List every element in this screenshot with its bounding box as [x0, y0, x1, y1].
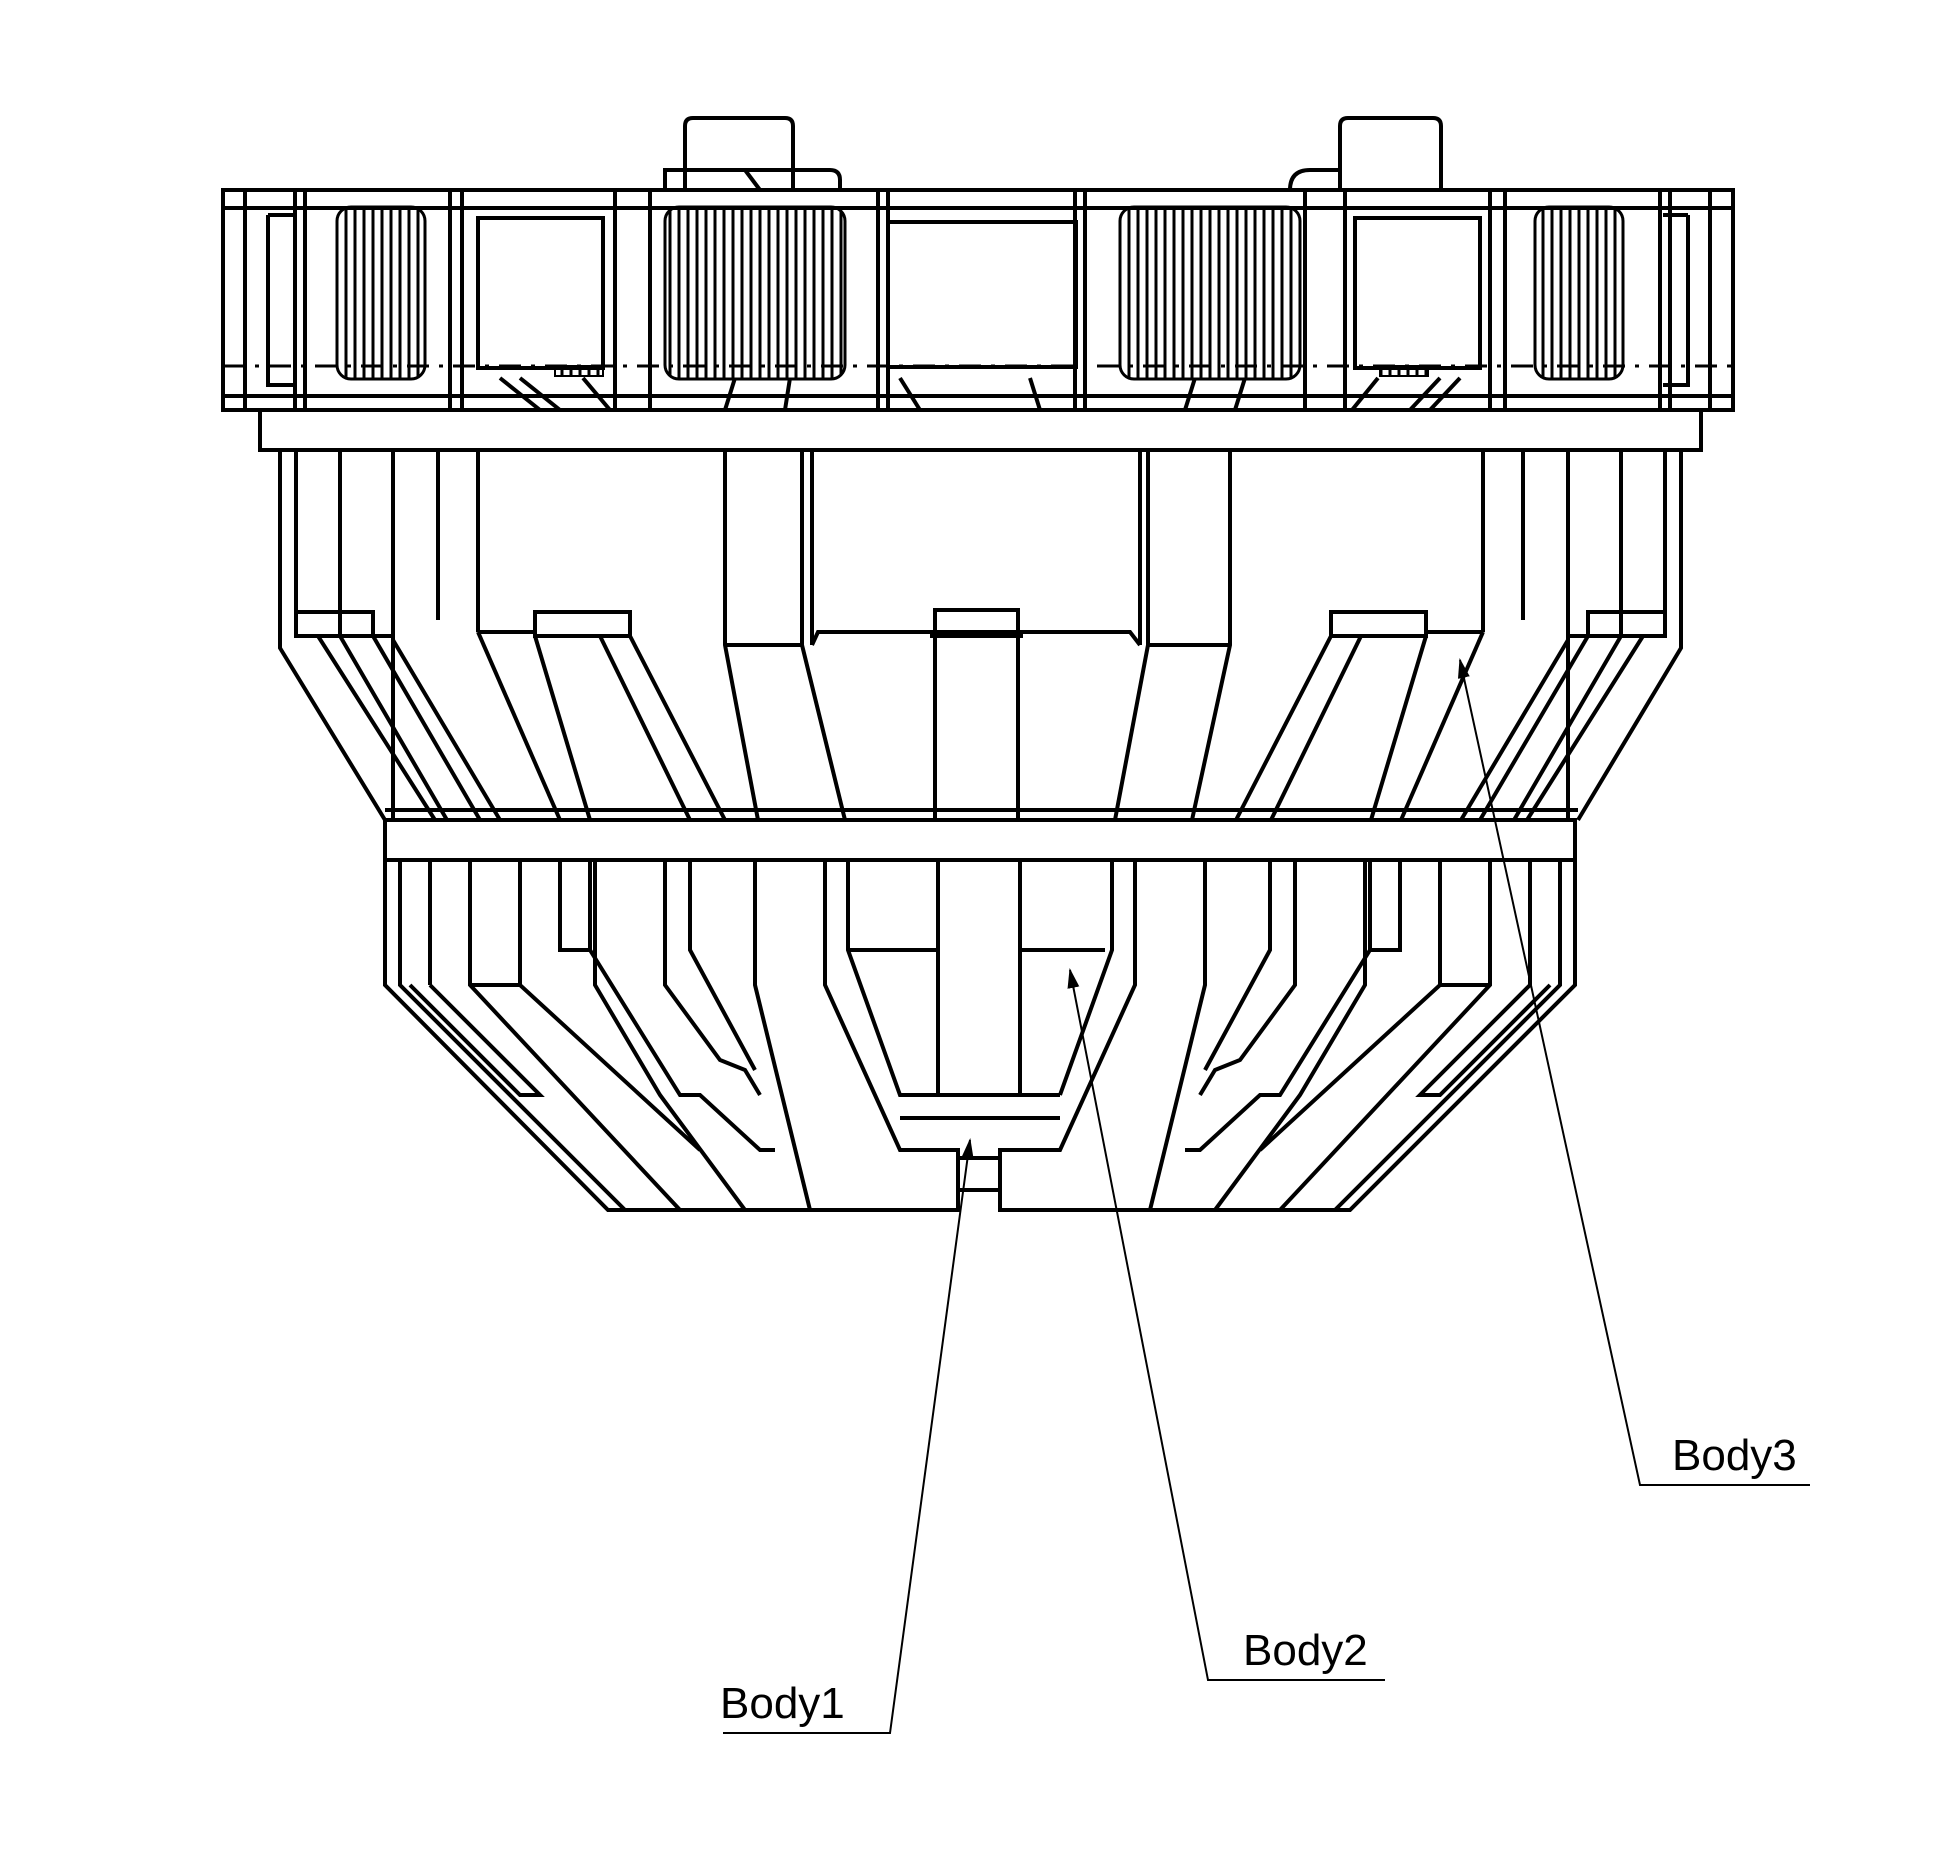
top-housing — [221, 116, 1735, 412]
leaders — [723, 658, 1810, 1734]
leader-body3 — [1457, 658, 1810, 1486]
middle-cage — [278, 450, 1683, 822]
knob-left — [663, 116, 842, 192]
leader-body2 — [1067, 968, 1385, 1681]
coil-4 — [1533, 205, 1625, 381]
bottom-cage — [383, 860, 1577, 1212]
upper-plate — [258, 408, 1703, 452]
leader-body1 — [723, 1138, 974, 1734]
window-2 — [886, 220, 1078, 369]
callout-body3: Body3 — [1672, 1431, 1797, 1480]
label-body1: Body1 — [720, 1679, 845, 1728]
window-1 — [476, 216, 605, 370]
frame-diagonals — [498, 376, 1462, 412]
window-3 — [1353, 216, 1482, 370]
knob-right — [1288, 116, 1443, 191]
middle-plate — [383, 818, 1577, 862]
label-body2: Body2 — [1243, 1626, 1368, 1675]
coil-1 — [335, 205, 427, 381]
callout-body2: Body2 — [1243, 1626, 1368, 1675]
coil-3 — [1118, 205, 1302, 381]
callout-body1: Body1 — [720, 1679, 845, 1728]
coil-2 — [663, 205, 847, 381]
label-body3: Body3 — [1672, 1431, 1797, 1480]
